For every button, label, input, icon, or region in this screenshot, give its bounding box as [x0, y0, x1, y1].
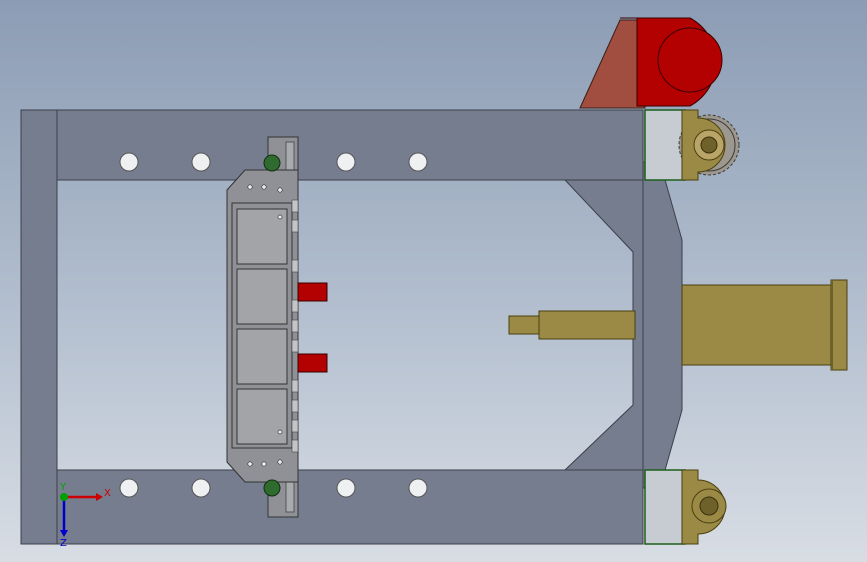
bottom-clevis-assembly[interactable]	[644, 469, 727, 545]
frame-right-cap	[642, 161, 683, 489]
frame-left-post	[20, 109, 58, 545]
red-stop-block	[297, 282, 328, 302]
locating-pin	[263, 479, 281, 497]
main-frame[interactable]	[20, 109, 683, 545]
hydraulic-cylinder[interactable]	[508, 279, 848, 371]
roller-mount-bracket	[579, 19, 646, 109]
bolt-hole	[336, 152, 356, 172]
bolt-hole	[119, 478, 139, 498]
coordinate-triad-icon: X Y Z	[59, 482, 111, 549]
top-clevis-assembly[interactable]	[644, 109, 740, 181]
locating-pin	[263, 154, 281, 172]
clamp-pad	[236, 328, 288, 385]
clevis-pin	[700, 136, 718, 154]
clamp-pad	[236, 268, 288, 325]
bolt-hole	[408, 152, 428, 172]
bolt-hole	[336, 478, 356, 498]
axis-z-label: Z	[60, 538, 67, 549]
bolt-hole	[191, 478, 211, 498]
red-stop-block	[297, 353, 328, 373]
clevis-link	[644, 469, 686, 545]
axis-x-label: X	[104, 488, 111, 499]
bolt-hole	[191, 152, 211, 172]
top-roller-assembly[interactable]	[579, 17, 723, 109]
clamp-pad	[236, 388, 288, 445]
bolt-hole	[119, 152, 139, 172]
cylinder-body	[681, 284, 833, 366]
piston-rod	[538, 310, 636, 340]
clevis-pin	[699, 496, 719, 516]
red-roller	[657, 27, 723, 93]
rail-notches	[291, 199, 299, 453]
bolt-hole	[408, 478, 428, 498]
piston-rod-tip	[508, 315, 540, 335]
plate-screws	[247, 184, 283, 467]
axis-y-label: Y	[59, 482, 67, 493]
clamp-plate-assembly[interactable]	[226, 136, 328, 518]
cylinder-end-cap	[830, 279, 848, 371]
